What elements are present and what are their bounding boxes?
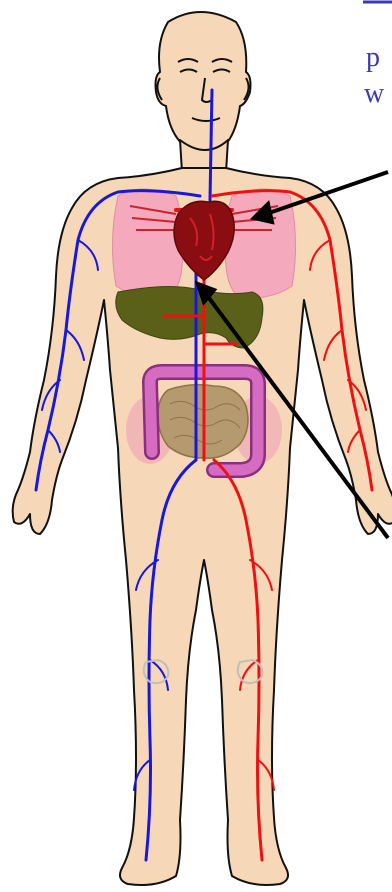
text-fragment-2: w — [364, 80, 384, 108]
jugular-vein — [210, 90, 212, 200]
text-fragment-1: p — [366, 44, 380, 72]
head — [156, 12, 251, 154]
left-lung — [112, 189, 183, 298]
